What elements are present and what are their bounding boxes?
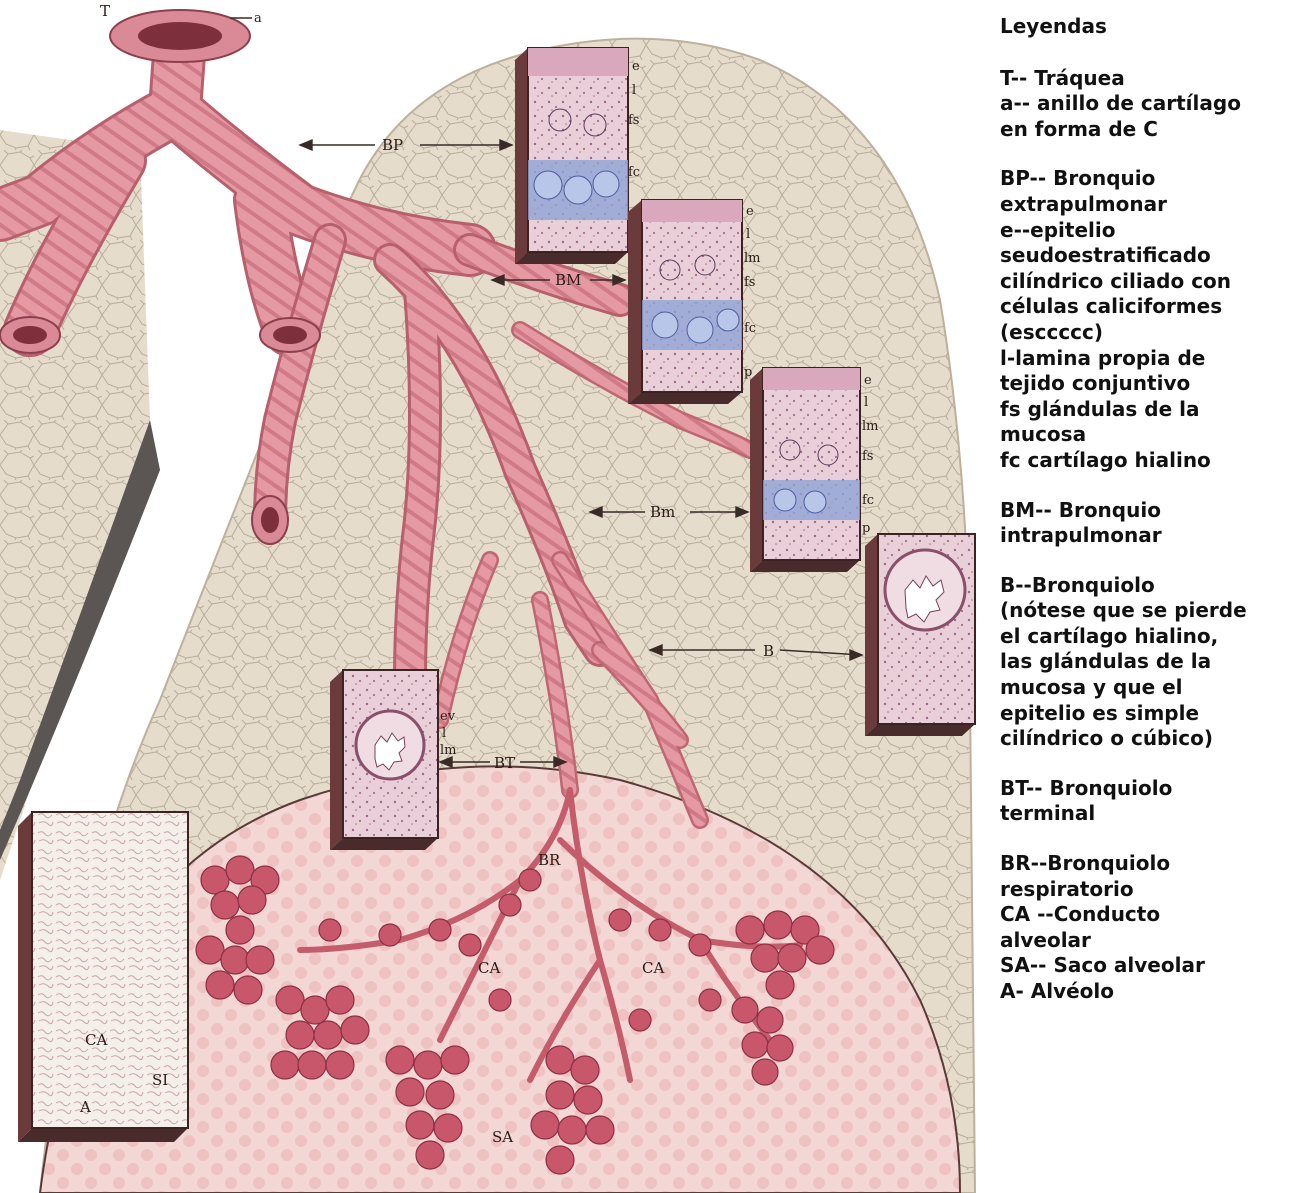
- legend-line: extrapulmonar: [1000, 192, 1296, 218]
- label-ca-2: CA: [642, 959, 664, 977]
- trachea-opening: [110, 10, 250, 62]
- histology-inset-alveoli: [18, 812, 188, 1142]
- legend-line: l-lamina propia de: [1000, 346, 1296, 372]
- box2-label-e: e: [746, 204, 754, 219]
- legend-line: cilíndrico o cúbico): [1000, 726, 1296, 752]
- legend-line: A- Alvéolo: [1000, 979, 1296, 1005]
- legend-line: fc cartílago hialino: [1000, 448, 1296, 474]
- label-inset-si: SI: [152, 1071, 168, 1089]
- box5-label-l: l: [442, 726, 446, 741]
- legend-line: fs glándulas de la: [1000, 397, 1296, 423]
- label-inset-ca: CA: [85, 1031, 107, 1049]
- legend-line: e--epitelio: [1000, 218, 1296, 244]
- label-t: T: [100, 2, 110, 20]
- box3-label-e: e: [864, 373, 872, 388]
- legend-line: mucosa: [1000, 422, 1296, 448]
- label-sa: SA: [492, 1128, 513, 1146]
- label-inset-a: A: [79, 1098, 91, 1116]
- legend-line: BR--Bronquiolo: [1000, 851, 1296, 877]
- legend-line: alveolar: [1000, 928, 1296, 954]
- legend-line: las glándulas de la: [1000, 649, 1296, 675]
- label-br: BR: [538, 851, 561, 869]
- legend-line: cilíndrico ciliado con: [1000, 269, 1296, 295]
- box3-label-l: l: [864, 395, 868, 410]
- label-a: a: [254, 11, 262, 26]
- box5-label-ev: ev: [440, 709, 456, 724]
- legend-line: a-- anillo de cartílago: [1000, 91, 1296, 117]
- legend-line: BP-- Bronquio: [1000, 166, 1296, 192]
- legend-line: terminal: [1000, 801, 1296, 827]
- box2-label-l: l: [746, 227, 750, 242]
- histology-block-b: [865, 534, 975, 736]
- box3-label-lm: lm: [862, 419, 879, 434]
- legend-line: células caliciformes: [1000, 294, 1296, 320]
- label-bp: BP: [382, 136, 403, 154]
- histology-block-bp: [515, 48, 628, 264]
- legend-line: SA-- Saco alveolar: [1000, 953, 1296, 979]
- label-b: B: [763, 642, 774, 660]
- box1-label-fs: fs: [628, 113, 639, 128]
- legend-line: CA --Conducto: [1000, 902, 1296, 928]
- legend-line: respiratorio: [1000, 877, 1296, 903]
- box3-label-p: p: [862, 521, 870, 536]
- legend-line: (nótese que se pierde: [1000, 598, 1296, 624]
- label-bt: BT: [494, 754, 515, 772]
- histology-block-bm: [628, 200, 742, 404]
- box2-label-fc: fc: [744, 321, 756, 336]
- bronchial-tree-illustration: T a BP BM Bm B BT BR CA CA SA CA SI A e …: [0, 0, 980, 1193]
- box1-label-l: l: [632, 83, 636, 98]
- legend-line: epitelio es simple: [1000, 701, 1296, 727]
- legend-line: tejido conjuntivo: [1000, 371, 1296, 397]
- box1-label-fc: fc: [628, 165, 640, 180]
- label-bm: BM: [555, 271, 581, 289]
- label-bm-small: Bm: [650, 503, 675, 521]
- box5-label-lm: lm: [440, 743, 457, 758]
- legend-line: BM-- Bronquio: [1000, 498, 1296, 524]
- legend-line: B--Bronquiolo: [1000, 573, 1296, 599]
- label-ca-1: CA: [478, 959, 500, 977]
- box1-label-e: e: [632, 59, 640, 74]
- legend-line: el cartílago hialino,: [1000, 624, 1296, 650]
- legend-line: BT-- Bronquiolo: [1000, 776, 1296, 802]
- box2-label-lm: lm: [744, 251, 761, 266]
- legend-line: intrapulmonar: [1000, 523, 1296, 549]
- legend-line: en forma de C: [1000, 117, 1296, 143]
- histology-block-bm-small: [750, 368, 860, 572]
- box2-label-fs: fs: [744, 275, 755, 290]
- box3-label-fs: fs: [862, 449, 873, 464]
- box3-label-fc: fc: [862, 493, 874, 508]
- legend-title: Leyendas: [1000, 14, 1296, 40]
- legend-line: (esccccc): [1000, 320, 1296, 346]
- legend-line: seudoestratificado: [1000, 243, 1296, 269]
- legend-line: T-- Tráquea: [1000, 66, 1296, 92]
- histology-block-bt: [330, 670, 438, 850]
- box2-label-p: p: [744, 365, 752, 380]
- legend-line: mucosa y que el: [1000, 675, 1296, 701]
